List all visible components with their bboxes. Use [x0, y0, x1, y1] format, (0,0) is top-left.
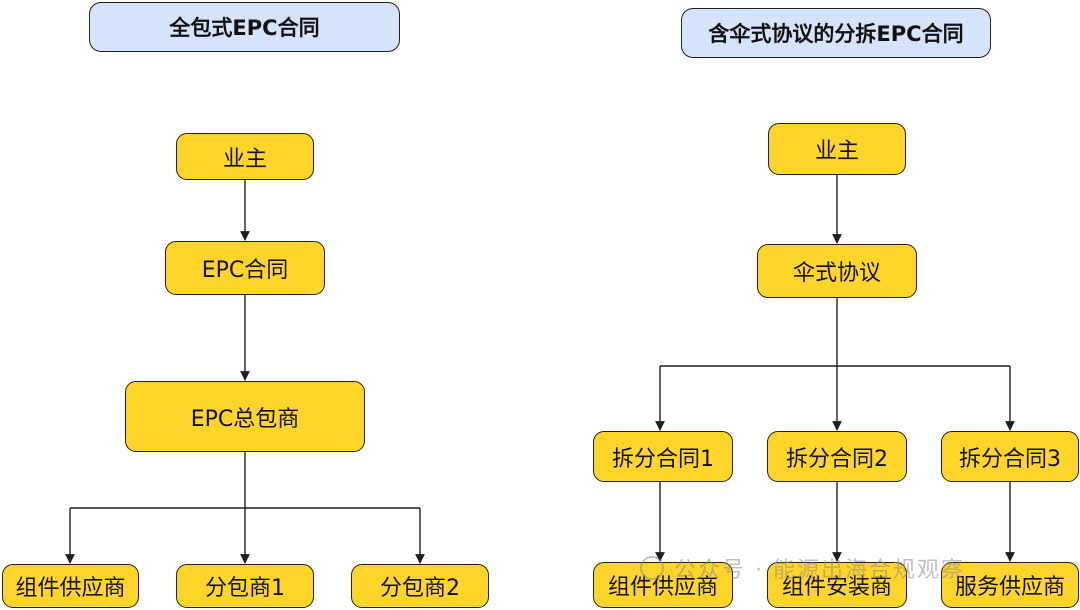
- right-module-supplier-node: 组件供应商: [593, 562, 733, 608]
- left-owner-node: 业主: [176, 133, 314, 180]
- right-diagram-title: 含伞式协议的分拆EPC合同: [681, 8, 991, 58]
- right-split-contract-1-node: 拆分合同1: [593, 431, 733, 482]
- right-owner-node: 业主: [768, 123, 906, 175]
- left-subcontractor-2-node: 分包商2: [351, 564, 489, 608]
- left-module-supplier-node: 组件供应商: [2, 564, 139, 608]
- wechat-icon: [640, 556, 664, 580]
- left-subcontractor-1-node: 分包商1: [176, 564, 314, 608]
- left-epc-general-contractor-node: EPC总包商: [125, 381, 365, 452]
- right-module-installer-node: 组件安装商: [767, 562, 907, 608]
- right-umbrella-agreement-node: 伞式协议: [757, 244, 917, 298]
- left-diagram-title: 全包式EPC合同: [89, 2, 400, 52]
- left-epc-contract-node: EPC合同: [165, 241, 325, 295]
- right-split-contract-3-node: 拆分合同3: [941, 431, 1079, 482]
- watermark-text: 公众号 · 能源出海合规观察: [674, 558, 965, 583]
- right-split-contract-2-node: 拆分合同2: [767, 431, 907, 482]
- right-service-supplier-node: 服务供应商: [941, 562, 1079, 608]
- watermark: 公众号 · 能源出海合规观察: [640, 552, 965, 584]
